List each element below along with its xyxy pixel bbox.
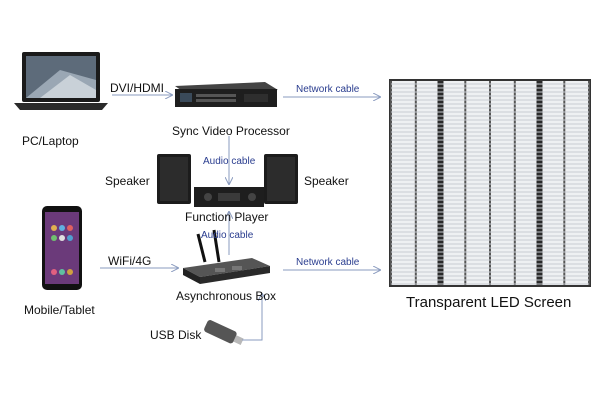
- sync-processor-icon: [175, 82, 278, 107]
- mobile-tablet-label: Mobile/Tablet: [24, 303, 95, 317]
- speaker-left-label: Speaker: [105, 174, 150, 188]
- led-column-line: [414, 81, 417, 285]
- led-column-line: [513, 81, 516, 285]
- led-screen: [389, 79, 591, 287]
- arrow-usb-to-box: [242, 294, 262, 341]
- speaker-right-label: Speaker: [304, 174, 349, 188]
- function-player-label: Function Player: [185, 210, 269, 224]
- led-column-line: [563, 81, 566, 285]
- wifi-4g-label: WiFi/4G: [108, 254, 152, 268]
- pc-laptop-label: PC/Laptop: [22, 134, 79, 148]
- speaker-right-icon: [264, 154, 298, 204]
- led-frame-bar: [437, 81, 444, 285]
- network-cable-bottom-label: Network cable: [296, 257, 360, 268]
- led-column-line: [390, 81, 392, 285]
- sync-processor-label: Sync Video Processor: [172, 124, 290, 138]
- async-box-icon: [183, 229, 270, 284]
- led-frame-bar: [536, 81, 543, 285]
- led-column-line: [489, 81, 491, 285]
- usb-disk-icon: [204, 320, 244, 346]
- led-screen-label: Transparent LED Screen: [406, 294, 572, 311]
- dvi-hdmi-label: DVI/HDMI: [110, 81, 164, 95]
- led-column-line: [588, 81, 590, 285]
- function-player-icon: [194, 187, 264, 207]
- audio-cable-bottom-label: Audio cable: [201, 230, 254, 241]
- phone-icon: [42, 206, 82, 290]
- laptop-icon: [14, 52, 108, 110]
- led-column-line: [464, 81, 467, 285]
- speaker-left-icon: [157, 154, 191, 204]
- network-cable-top-label: Network cable: [296, 84, 360, 95]
- usb-disk-label: USB Disk: [150, 328, 202, 342]
- audio-cable-top-label: Audio cable: [203, 156, 256, 167]
- async-box-label: Asynchronous Box: [176, 289, 277, 303]
